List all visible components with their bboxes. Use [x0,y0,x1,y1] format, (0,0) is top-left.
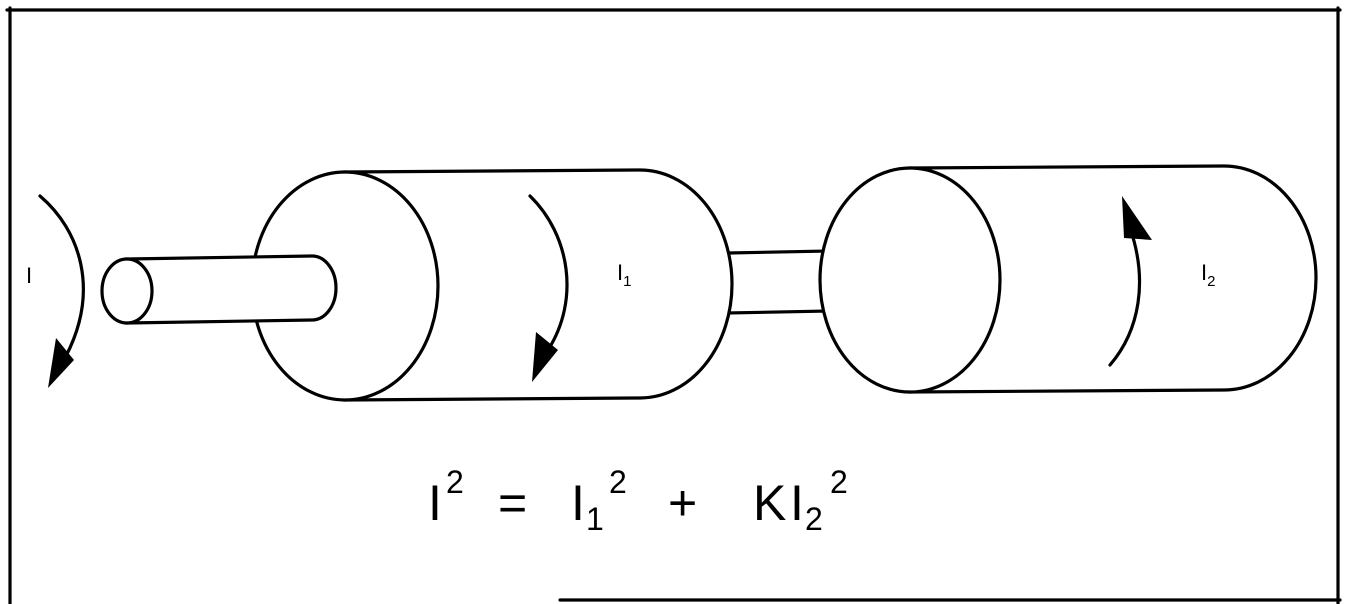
equation-lhs-base: I [428,475,442,531]
inertia-equation: I 2 = I 1 2 + K I 2 2 [428,464,848,537]
label-first-rotor-inertia: I1 [617,260,631,290]
svg-text:I2: I2 [1201,260,1215,290]
second-rotor-cylinder [818,164,1318,394]
svg-text:I1: I1 [617,260,631,290]
frame-border [5,6,1342,604]
equation-term2-sub: 2 [805,501,823,537]
label-input-inertia: I [26,263,32,288]
first-rotor-rotation-arrow-icon [528,194,569,382]
equation-equals: = [498,475,527,531]
svg-text:I: I [26,263,32,288]
equation-term2-base: I [790,475,804,531]
second-rotor-rotation-arrow-icon [1108,196,1152,367]
input-rotation-arrow-icon [38,194,85,388]
equation-term1-base: I [571,475,585,531]
equation-lhs-sup: 2 [446,464,464,500]
equation-term2-sup: 2 [830,464,848,500]
equation-term1-sub: 1 [586,501,604,537]
equation-plus: + [668,475,697,531]
input-shaft [100,254,338,325]
label-second-rotor-inertia: I2 [1201,260,1215,290]
equation-term2-coef: K [753,475,786,531]
equation-term1-sup: 2 [609,464,627,500]
